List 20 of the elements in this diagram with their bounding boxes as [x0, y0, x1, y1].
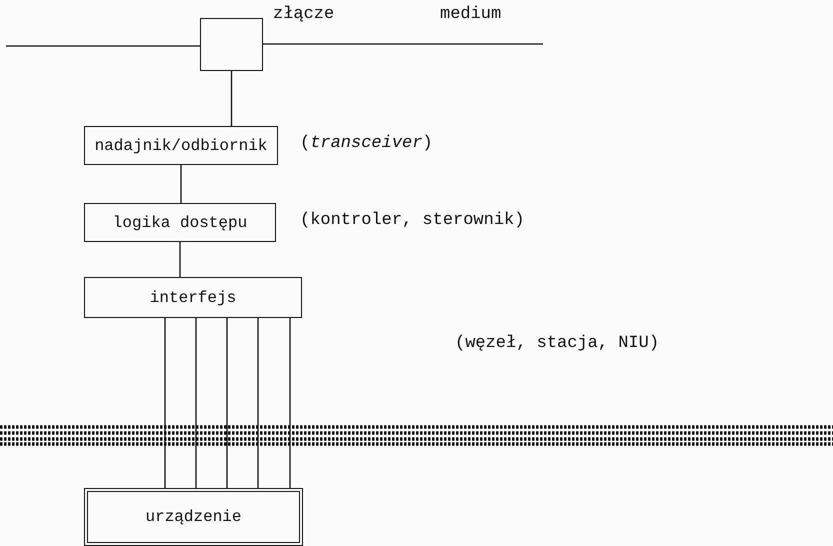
connector-line: [179, 242, 181, 277]
medium-line: [6, 45, 200, 47]
connector-line: [257, 318, 259, 488]
process-box: interfejs: [84, 277, 302, 318]
connector-line: [164, 318, 166, 488]
connector-line: [289, 318, 291, 488]
annotation-text: (kontroler, sterownik): [300, 211, 524, 230]
annotation-text: (węzeł, stacja, NIU): [455, 334, 660, 353]
connector-line: [230, 71, 232, 126]
process-box: urządzenie: [87, 491, 300, 543]
process-box: logika dostępu: [84, 203, 276, 242]
connector-line: [195, 318, 197, 488]
connector-box: [200, 18, 263, 71]
medium-label: medium: [440, 5, 502, 24]
connector-line: [226, 318, 228, 488]
process-box: nadajnik/odbiornik: [84, 126, 278, 165]
annotation-text: (transceiver): [300, 134, 433, 153]
part-label: złącze: [273, 5, 334, 24]
connector-line: [180, 165, 182, 203]
medium-line: [263, 43, 543, 45]
